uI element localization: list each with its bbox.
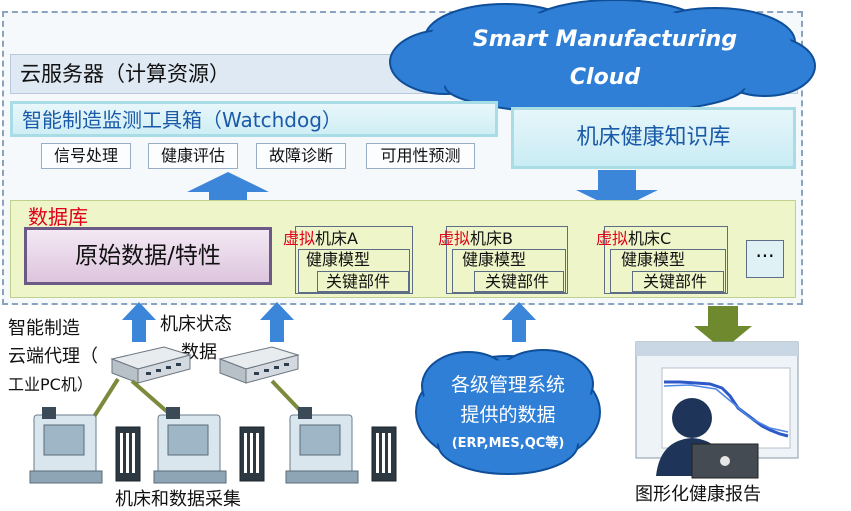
key-parts-c: 关键部件 xyxy=(643,272,708,291)
smart-manufacturing-cloud xyxy=(389,0,816,115)
virtual-machine-b-label: 虚拟机床B xyxy=(438,230,513,248)
virtual-prefix: 虚拟 xyxy=(438,229,471,248)
arrow-up-right xyxy=(260,302,294,342)
arrow-up-management xyxy=(502,302,536,342)
key-parts-c-card xyxy=(632,271,724,292)
tool-fault-diagnosis: 故障诊断 xyxy=(256,143,346,169)
cnc-machine-3-icon xyxy=(285,407,397,484)
key-parts-a: 关键部件 xyxy=(326,272,391,291)
raw-data-box: 原始数据/特性 xyxy=(24,227,272,285)
agent-label-line1: 智能制造 xyxy=(8,318,80,339)
more-machines: ··· xyxy=(746,240,784,278)
management-line3: (ERP,MES,QC等) xyxy=(451,436,565,451)
key-parts-b-card xyxy=(474,271,564,292)
industrial-pc-left-icon xyxy=(110,346,192,384)
health-report-label: 图形化健康报告 xyxy=(635,484,761,505)
virtual-prefix: 虚拟 xyxy=(596,229,629,248)
person-icon xyxy=(656,398,759,479)
management-line1: 各级管理系统 xyxy=(450,374,565,396)
knowledge-base: 机床健康知识库 xyxy=(511,107,796,169)
industrial-pc-right-icon xyxy=(218,346,300,384)
cloud-server-title: 云服务器（计算资源） xyxy=(20,62,230,86)
database-title: 数据库 xyxy=(28,205,88,229)
tool-signal-processing: 信号处理 xyxy=(41,143,131,169)
key-parts-b: 关键部件 xyxy=(485,272,550,291)
tool-availability-prediction: 可用性预测 xyxy=(366,143,475,169)
machine-name: 机床C xyxy=(628,229,672,248)
tool-health-assessment: 健康评估 xyxy=(148,143,238,169)
virtual-prefix: 虚拟 xyxy=(283,229,316,248)
cloud-title-line1: Smart Manufacturing xyxy=(472,27,738,52)
machine-state-line1: 机床状态 xyxy=(160,314,232,335)
machine-acquisition-label: 机床和数据采集 xyxy=(115,489,241,510)
agent-label-line3: 工业PC机） xyxy=(8,375,93,394)
health-model-a: 健康模型 xyxy=(306,250,371,269)
watchdog-toolbox xyxy=(10,101,498,137)
watchdog-title: 智能制造监测工具箱（Watchdog） xyxy=(22,108,342,132)
arrow-down-report xyxy=(694,306,752,350)
health-model-c: 健康模型 xyxy=(621,250,686,269)
cnc-machine-2-icon xyxy=(153,407,265,484)
key-parts-a-card xyxy=(317,271,409,292)
management-line2: 提供的数据 xyxy=(460,404,556,426)
machine-name: 机床B xyxy=(470,229,513,248)
machine-name: 机床A xyxy=(315,229,358,248)
management-systems-cloud xyxy=(415,349,601,475)
cloud-title-line2: Cloud xyxy=(569,65,641,90)
arrow-up-to-watchdog xyxy=(187,172,269,212)
virtual-machine-a-label: 虚拟机床A xyxy=(283,230,358,248)
arrow-up-left xyxy=(122,302,156,342)
health-model-b: 健康模型 xyxy=(462,250,527,269)
virtual-machine-c-label: 虚拟机床C xyxy=(596,230,671,248)
agent-label-line2: 云端代理（ xyxy=(8,346,98,367)
cnc-machine-1-icon xyxy=(29,407,141,484)
